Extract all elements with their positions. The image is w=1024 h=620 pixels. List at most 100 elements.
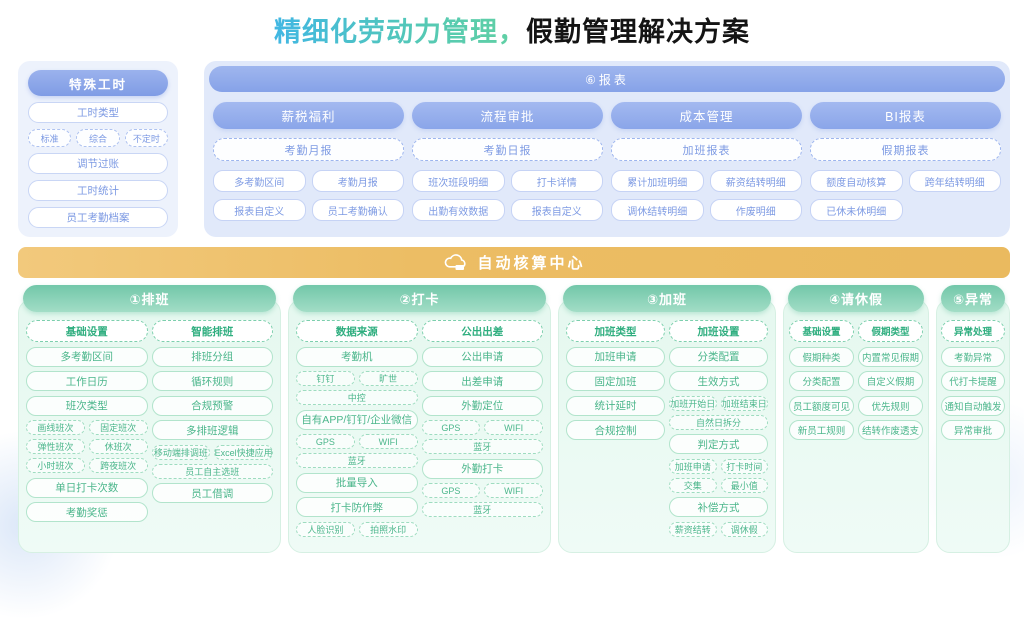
mini-pill: 加班结束日 [720, 395, 768, 411]
mini-pill: 跨夜班次 [88, 458, 148, 473]
node-pill: 判定方式 [669, 434, 768, 454]
report-items: 额度自动核算 跨年结转明细 已休未休明细 [810, 170, 1001, 221]
group-head-pill: 异常处理 [941, 320, 1005, 342]
node-pill: 生效方式 [669, 371, 768, 391]
mini-group: 移动端排调班 Excel快捷应用 员工自主选班 [151, 444, 273, 479]
special-hours-card: 特殊工时 工时类型 标准 综合 不定时 调节过账 工时统计 员工考勤档案 [18, 61, 178, 237]
mini-pill: WIFI [484, 483, 543, 498]
report-groups: 薪税福利 考勤月报 多考勤区间 考勤月报 报表自定义 员工考勤确认 流程审批 考… [209, 102, 1005, 221]
node-pill: 调节过账 [28, 153, 168, 175]
node-pill: 循环规则 [151, 371, 273, 391]
subcolumn: 智能排班 排班分组 循环规则 合规预警 多排班逻辑 移动端排调班 Excel快捷… [151, 320, 273, 546]
mini-group: GPS WIFI 蓝牙 [421, 420, 543, 454]
mini-pill: 调休假 [720, 521, 768, 537]
report-category-header: 流程审批 [412, 102, 603, 129]
page-title: 精细化劳动力管理，假勤管理解决方案 [0, 10, 1024, 49]
node-pill: 分类配置 [669, 346, 768, 367]
calc-center-band: 自动核算中心 [18, 247, 1010, 278]
report-items: 班次班段明细 打卡详情 出勤有效数据 报表自定义 [412, 170, 603, 221]
node-pill: 考勤奖惩 [26, 502, 148, 522]
mini-pill: 钉钉 [296, 371, 355, 386]
column-card: 基础设置 多考勤区间 工作日历 班次类型 画线班次 固定班次 弹性班次 休班次 … [18, 299, 281, 553]
top-row: 特殊工时 工时类型 标准 综合 不定时 调节过账 工时统计 员工考勤档案 ⑥报表… [0, 61, 1024, 237]
node-pill: 补偿方式 [669, 497, 768, 517]
report-items: 多考勤区间 考勤月报 报表自定义 员工考勤确认 [213, 170, 404, 221]
mini-pill: 蓝牙 [421, 502, 543, 517]
node-pill: 排班分组 [151, 346, 273, 367]
report-item-pill: 出勤有效数据 [412, 199, 505, 221]
mini-group: 加班申请 打卡时间 交集 最小值 [669, 458, 768, 493]
node-pill: 新员工规则 [789, 420, 854, 440]
subcolumn: 数据来源 考勤机 钉钉 旷世 中控 自有APP/钉钉/企业微信 GPS WIFI… [296, 320, 418, 546]
node-pill: 固定加班 [566, 371, 665, 391]
report-group-payroll: 薪税福利 考勤月报 多考勤区间 考勤月报 报表自定义 员工考勤确认 [213, 102, 404, 221]
report-item-pill: 报表自定义 [213, 199, 306, 221]
column-header: ②打卡 [293, 285, 546, 312]
node-pill: 异常审批 [941, 420, 1005, 440]
column-overtime: ③加班 加班类型 加班申请 固定加班 统计延时 合规控制 加班设置 分类配置 生… [558, 285, 776, 553]
mini-pill: GPS [296, 434, 355, 449]
mini-pill: 人脸识别 [296, 521, 355, 537]
module-columns: ①排班 基础设置 多考勤区间 工作日历 班次类型 画线班次 固定班次 弹性班次 … [0, 285, 1024, 553]
node-pill: 打卡防作弊 [296, 497, 418, 517]
node-pill: 分类配置 [789, 371, 854, 391]
mini-pill: 画线班次 [26, 420, 85, 435]
mini-pill: 拍照水印 [358, 521, 418, 537]
mini-pill: 中控 [296, 390, 418, 405]
mini-group: 薪资结转 调休假 [669, 521, 768, 537]
node-pill: 多排班逻辑 [151, 420, 273, 440]
mini-pill: 固定班次 [88, 420, 148, 435]
mini-pill: 休班次 [88, 439, 148, 454]
column-scheduling: ①排班 基础设置 多考勤区间 工作日历 班次类型 画线班次 固定班次 弹性班次 … [18, 285, 281, 553]
mini-pill: Excel快捷应用 [214, 444, 273, 460]
subcolumn: 基础设置 多考勤区间 工作日历 班次类型 画线班次 固定班次 弹性班次 休班次 … [26, 320, 148, 546]
subcolumn: 加班类型 加班申请 固定加班 统计延时 合规控制 [566, 320, 665, 546]
group-head-pill: 假期类型 [858, 320, 923, 342]
mini-pill: 标准 [28, 129, 72, 148]
report-item-pill: 报表自定义 [510, 199, 603, 221]
node-pill: 员工考勤档案 [28, 207, 168, 228]
column-header: ③加班 [563, 285, 771, 312]
node-pill: 员工借调 [151, 483, 273, 503]
node-pill: 代打卡提醒 [941, 371, 1005, 391]
node-pill: 工时统计 [28, 180, 168, 202]
node-pill: 自定义假期 [858, 371, 923, 391]
report-item-pill: 作废明细 [709, 199, 802, 221]
subcolumn: 基础设置 假期种类 分类配置 员工额度可见 新员工规则 [789, 320, 854, 546]
column-clock-in: ②打卡 数据来源 考勤机 钉钉 旷世 中控 自有APP/钉钉/企业微信 GPS … [288, 285, 551, 553]
mini-pill: 小时班次 [26, 458, 85, 473]
mini-pill: WIFI [358, 434, 418, 449]
report-category-header: 成本管理 [611, 102, 802, 129]
node-pill: 多考勤区间 [26, 346, 148, 367]
report-item-pill: 额度自动核算 [810, 170, 903, 192]
page-title-rest: 假勤管理解决方案 [526, 17, 750, 47]
report-featured-pill: 考勤日报 [412, 138, 603, 161]
report-group-cost: 成本管理 加班报表 累计加班明细 薪资结转明细 调休结转明细 作废明细 [611, 102, 802, 221]
node-pill: 考勤机 [296, 346, 418, 367]
mini-pill: 综合 [76, 129, 120, 148]
node-pill: 统计延时 [566, 395, 665, 416]
subcolumn: 加班设置 分类配置 生效方式 加班开始日 加班结束日 自然日拆分 判定方式 加班… [669, 320, 768, 546]
node-pill: 内置常见假期 [858, 346, 923, 367]
mini-pill: 最小值 [720, 477, 768, 493]
node-pill: 单日打卡次数 [26, 477, 148, 498]
node-pill: 通知自动触发 [941, 395, 1005, 416]
column-exception: ⑤异常 异常处理 考勤异常 代打卡提醒 通知自动触发 异常审批 [936, 285, 1010, 553]
mini-pill: GPS [421, 420, 481, 435]
node-pill: 假期种类 [789, 346, 854, 367]
subcolumn: 假期类型 内置常见假期 自定义假期 优先规则 结转作废透支 [858, 320, 923, 546]
group-head-pill: 加班设置 [669, 320, 768, 342]
mini-group: GPS WIFI 蓝牙 [296, 434, 418, 468]
column-header: ④请休假 [788, 285, 924, 312]
node-pill: 出差申请 [421, 371, 543, 391]
report-item-pill: 跨年结转明细 [908, 170, 1001, 192]
report-item-pill: 考勤月报 [311, 170, 404, 192]
node-pill: 工时类型 [28, 102, 168, 124]
report-items: 累计加班明细 薪资结转明细 调休结转明细 作废明细 [611, 170, 802, 221]
report-item-pill: 打卡详情 [510, 170, 603, 192]
group-head-pill: 公出出差 [421, 320, 543, 342]
report-item-pill: 班次班段明细 [412, 170, 505, 192]
node-pill: 合规控制 [566, 420, 665, 440]
mini-pill: 薪资结转 [669, 521, 717, 537]
column-card: 数据来源 考勤机 钉钉 旷世 中控 自有APP/钉钉/企业微信 GPS WIFI… [288, 299, 551, 553]
